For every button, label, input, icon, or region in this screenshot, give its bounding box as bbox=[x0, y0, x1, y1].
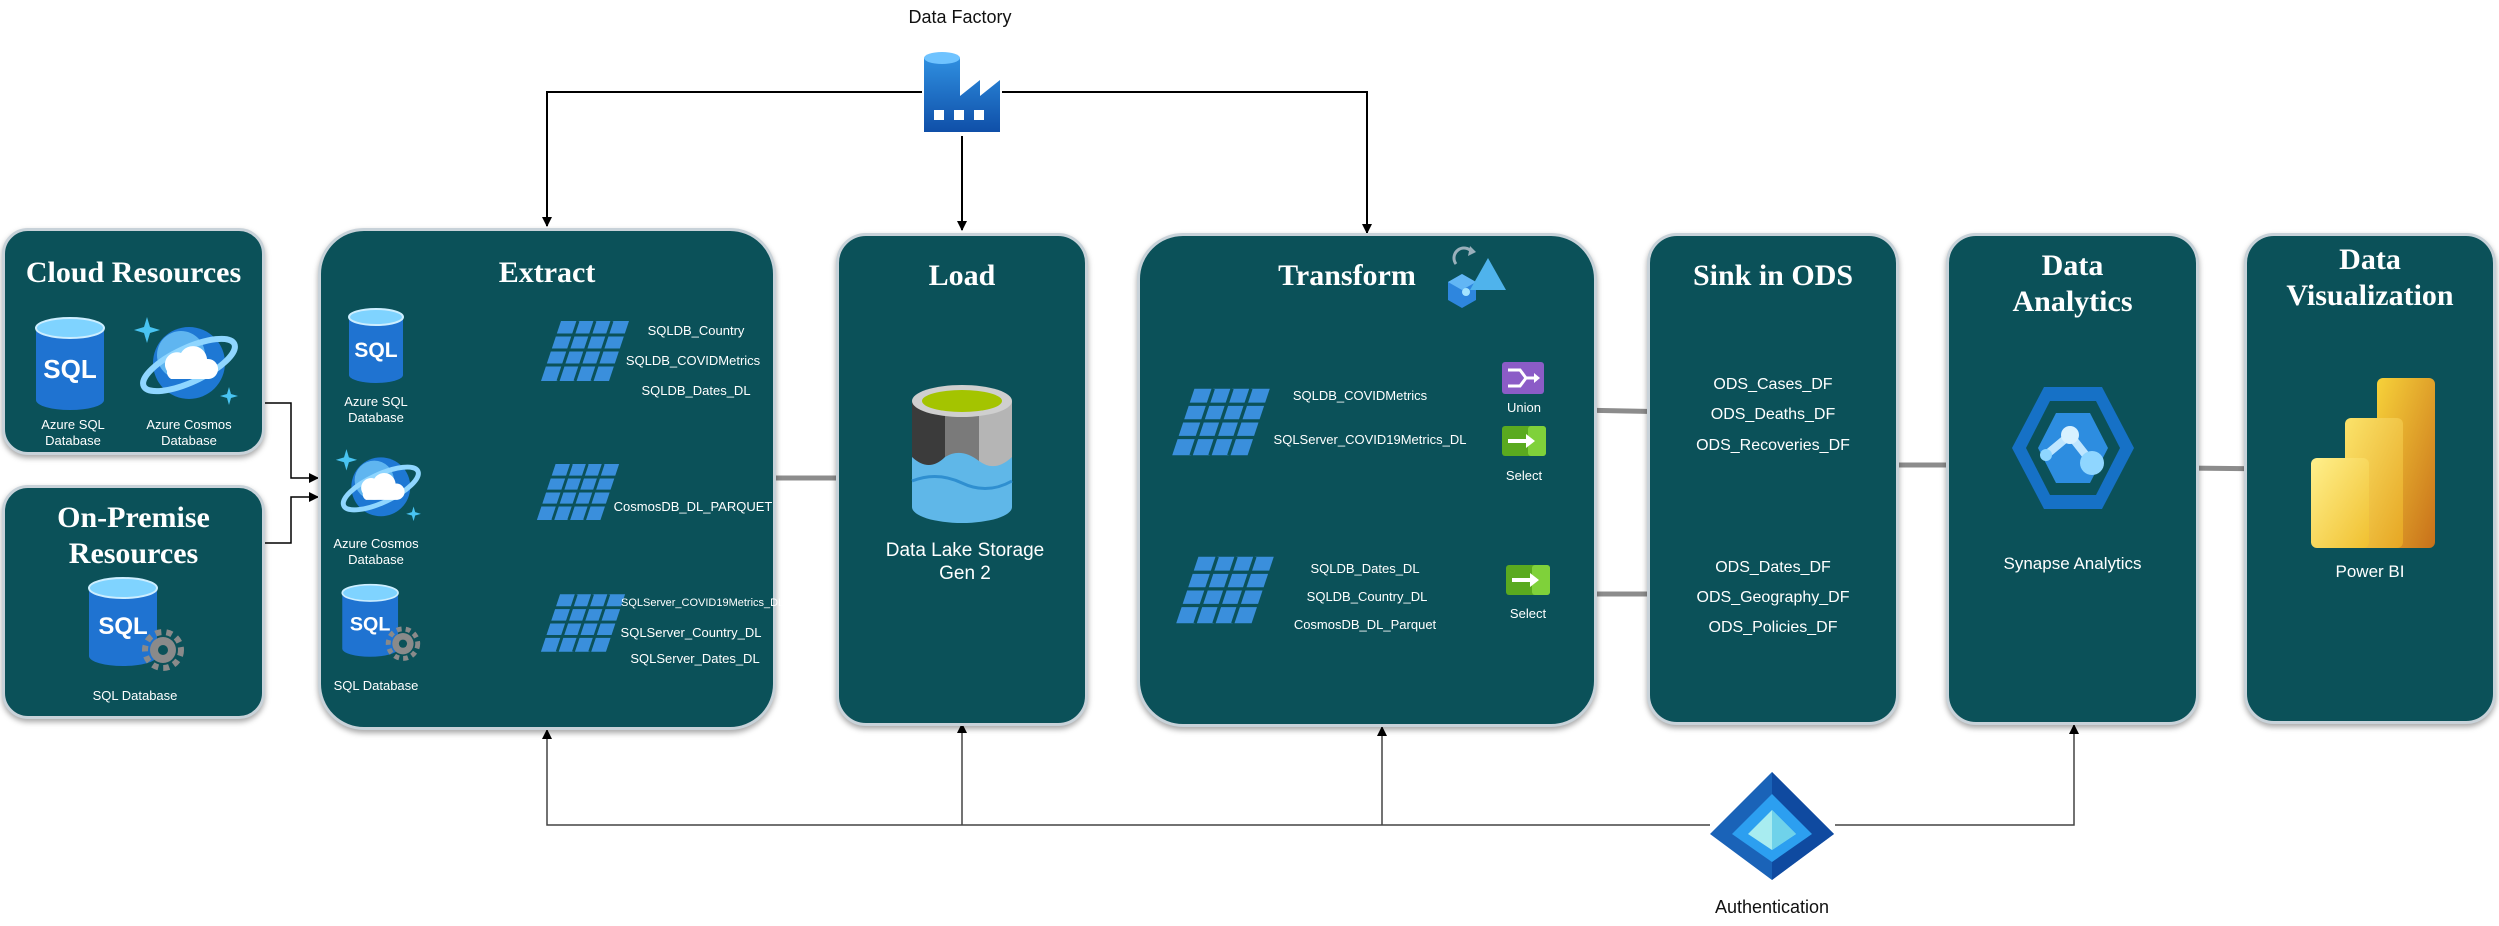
sql-database-label: SQL Database bbox=[333, 678, 419, 693]
panel-title: Load bbox=[928, 259, 996, 292]
panel-title: Data Visualization bbox=[2286, 243, 2454, 312]
panel-title: Extract bbox=[498, 256, 596, 289]
select-icon bbox=[1502, 426, 1546, 456]
load-panel: Load Data Lake Storage Gen 2 bbox=[836, 233, 1088, 726]
azure-sql-database-label: Azure SQL Database bbox=[344, 394, 408, 425]
data-factory-links bbox=[542, 91, 1372, 234]
azure-sql-database-icon: SQL bbox=[35, 317, 105, 410]
dataset-label: SQLDB_COVIDMetrics bbox=[625, 353, 761, 368]
dataset-label: SQLServer_COVID19Metrics_DL bbox=[621, 597, 785, 609]
authentication-label: Authentication bbox=[1714, 897, 1830, 917]
authentication-links bbox=[542, 723, 2079, 826]
azure-sql-database-label: Azure SQL Database bbox=[41, 417, 105, 448]
dataset-label: SQLDB_Country_DL bbox=[1306, 589, 1428, 604]
data-lake-storage-icon bbox=[911, 385, 1013, 523]
power-bi-label: Power BI bbox=[2335, 562, 2405, 581]
panel-title: Data Analytics bbox=[2012, 249, 2133, 318]
select-icon bbox=[1506, 565, 1550, 595]
data-factory-label: Data Factory bbox=[908, 7, 1012, 27]
dataset-label: SQLDB_Dates_DL bbox=[641, 383, 751, 398]
sql-server-database-icon: SQL bbox=[88, 577, 184, 671]
azure-sql-database-icon: SQL bbox=[348, 308, 404, 383]
sink-in-ods-panel: Sink in ODS ODS_Cases_DF ODS_Deaths_DF O… bbox=[1647, 233, 1899, 725]
dataset-icon bbox=[540, 593, 626, 653]
sql-database-label: SQL Database bbox=[92, 688, 178, 703]
ods-table-label: ODS_Recoveries_DF bbox=[1696, 437, 1850, 454]
operation-label: Union bbox=[1507, 400, 1541, 415]
dataset-icon bbox=[1172, 388, 1270, 456]
panel-title: On-Premise Resources bbox=[57, 501, 210, 570]
dataset-icon bbox=[1176, 556, 1274, 624]
union-icon bbox=[1502, 362, 1544, 394]
dataset-label: CosmosDB_DL_Parquet bbox=[1293, 617, 1437, 632]
dataset-label: SQLServer_Dates_DL bbox=[630, 651, 760, 666]
transform-panel: Transform SQLDB_COVIDMetrics SQLServer_C… bbox=[1137, 233, 1597, 727]
data-factory-icon bbox=[924, 52, 1000, 132]
dataset-label: SQLDB_COVIDMetrics bbox=[1292, 388, 1428, 403]
azure-cosmos-database-label: Azure Cosmos Database bbox=[146, 417, 232, 448]
cloud-resources-panel: Cloud Resources SQL Azure SQL Database A… bbox=[2, 228, 265, 455]
panel-title: Transform bbox=[1278, 259, 1416, 292]
storage-label: Data Lake Storage Gen 2 bbox=[885, 540, 1045, 584]
svg-text:SQL: SQL bbox=[98, 613, 147, 640]
ods-table-label: ODS_Deaths_DF bbox=[1710, 406, 1836, 423]
operation-label: Select bbox=[1509, 606, 1547, 621]
power-bi-icon bbox=[2311, 378, 2435, 548]
ods-table-label: ODS_Cases_DF bbox=[1713, 376, 1833, 393]
svg-text:SQL: SQL bbox=[354, 339, 397, 362]
ods-table-label: ODS_Dates_DF bbox=[1715, 559, 1831, 576]
authentication-icon bbox=[1710, 772, 1834, 880]
azure-cosmos-database-label: Azure Cosmos Database bbox=[333, 536, 419, 567]
data-analytics-panel: Data Analytics Synapse Analytics bbox=[1946, 233, 2199, 725]
dataset-label: SQLServer_COVID19Metrics_DL bbox=[1273, 432, 1467, 447]
dataset-icon bbox=[541, 320, 629, 382]
ods-table-label: ODS_Geography_DF bbox=[1696, 589, 1850, 606]
svg-text:SQL: SQL bbox=[350, 614, 390, 636]
on-premise-resources-panel: On-Premise Resources SQL SQL Database bbox=[2, 485, 265, 719]
transform-shapes-icon bbox=[1448, 246, 1506, 308]
synapse-analytics-icon bbox=[2012, 387, 2134, 509]
svg-text:SQL: SQL bbox=[43, 354, 97, 384]
panel-title: Sink in ODS bbox=[1692, 259, 1854, 292]
dataset-label: SQLDB_Country bbox=[647, 323, 745, 338]
source-links bbox=[265, 402, 319, 544]
panel-title: Cloud Resources bbox=[25, 256, 242, 289]
synapse-analytics-label: Synapse Analytics bbox=[2003, 554, 2142, 573]
ods-table-label: ODS_Policies_DF bbox=[1708, 619, 1838, 636]
azure-cosmos-database-icon bbox=[134, 317, 238, 405]
dataset-icon bbox=[536, 463, 620, 521]
operation-label: Select bbox=[1505, 468, 1543, 483]
extract-panel: Extract SQL Azure SQL Database Azure Cos… bbox=[318, 228, 785, 730]
dataset-label: SQLDB_Dates_DL bbox=[1310, 561, 1420, 576]
data-visualization-panel: Data Visualization Power BI bbox=[2244, 233, 2496, 724]
sql-server-database-icon: SQL bbox=[341, 583, 421, 661]
dataset-label: CosmosDB_DL_PARQUET bbox=[613, 499, 773, 514]
azure-cosmos-database-icon bbox=[335, 449, 421, 522]
dataset-label: SQLServer_Country_DL bbox=[620, 625, 762, 640]
